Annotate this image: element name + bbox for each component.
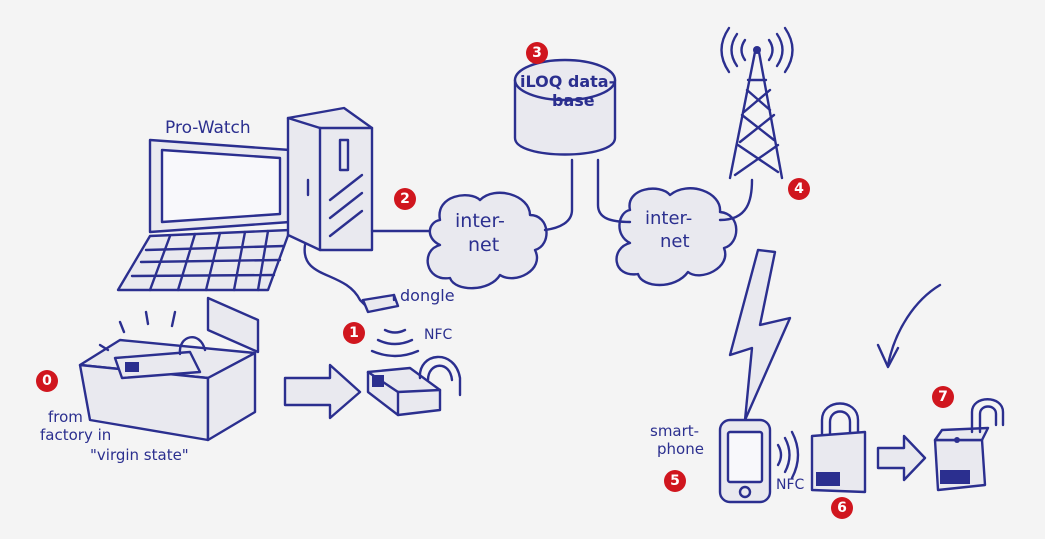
internet-1-label-line2: net [468,234,500,256]
link-internet2-tower [718,178,754,222]
closed-padlock-icon [810,402,867,494]
arrow-right-icon [283,363,362,420]
curved-arrow-icon [876,283,942,369]
nfc-waves-icon [370,328,420,358]
dongle-label: dongle [400,286,455,305]
smartphone-icon [718,418,772,504]
internet-cloud-1 [426,191,548,290]
step-badge-3: 3 [526,42,548,64]
dongle-icon [361,293,400,314]
step-badge-2: 2 [394,188,416,210]
pro-watch-label: Pro-Watch [165,118,251,138]
cell-tower-icon [720,26,794,180]
smartphone-label-line2: phone [657,440,704,458]
step-badge-4: 4 [788,178,810,200]
factory-label-line2: factory in [40,426,112,444]
programmed-lock-icon [366,355,462,417]
database-label-line1: iLOQ data- [520,72,616,91]
step-badge-6: 6 [831,497,853,519]
monitor-icon [148,138,292,234]
computer-tower-icon [286,106,374,252]
dongle-nfc-label: NFC [424,327,453,343]
smartphone-label-line1: smart- [650,422,700,440]
database-label-line2: base [552,91,595,110]
phone-nfc-waves-icon [776,430,800,480]
usb-cable [303,243,367,307]
internet-1-label-line1: inter- [455,210,505,232]
internet-2-label-line1: inter- [645,208,693,229]
lock-in-box-icon [113,336,207,380]
keyboard-icon [116,228,292,292]
open-padlock-icon [933,398,1005,492]
step-badge-0: 0 [36,370,58,392]
factory-label-line3: "virgin state" [90,446,189,464]
internet-cloud-2 [615,187,738,287]
database-icon [513,58,617,156]
link-db-internet1 [543,158,574,232]
lightning-bolt-icon [728,248,792,422]
step-badge-7: 7 [932,386,954,408]
link-db-internet2 [596,158,632,224]
phone-nfc-label: NFC [776,477,805,493]
step-badge-5: 5 [664,470,686,492]
factory-label-line1: from [48,408,83,426]
step-badge-1: 1 [343,322,365,344]
internet-2-label-line2: net [660,231,690,252]
small-arrow-right-icon [876,434,927,482]
